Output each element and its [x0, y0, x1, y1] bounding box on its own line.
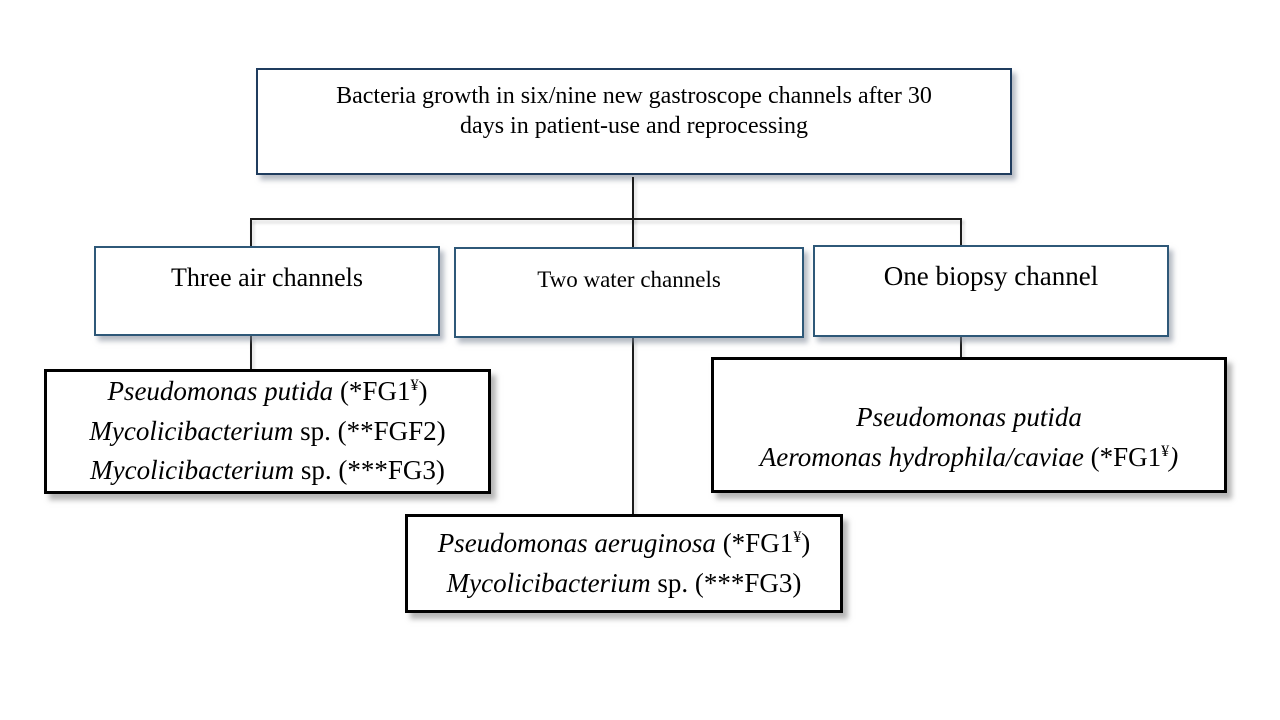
branch-label-air: Three air channels	[170, 263, 363, 292]
title-line-2: days in patient-use and reprocessing	[460, 113, 808, 140]
species-name: Pseudomonas aeruginosa	[437, 527, 716, 558]
branch-box-biopsy: One biopsy channel	[813, 245, 1169, 337]
yen-superscript: ¥	[410, 375, 419, 394]
bacteria-line: Pseudomonas aeruginosa (*FG1¥)	[437, 527, 811, 558]
branch-label-water: Two water channels	[537, 267, 721, 292]
branch-box-water: Two water channels	[454, 247, 804, 338]
species-name: Pseudomonas putida	[107, 375, 334, 406]
connector-drop-water	[632, 218, 634, 249]
branch-box-air: Three air channels	[94, 246, 440, 336]
bacteria-line: Pseudomonas putida (*FG1¥)	[107, 375, 428, 406]
species-name: Mycolicibacterium	[446, 567, 651, 598]
connector-root-stem	[632, 177, 634, 220]
leaf-box-biopsy: Pseudomonas putida Aeromonas hydrophila/…	[711, 357, 1227, 493]
species-name: Pseudomonas putida	[856, 402, 1082, 433]
bacteria-line: Mycolicibacterium sp. (**FGF2)	[89, 415, 446, 446]
connector-biopsy-leaf	[960, 336, 962, 359]
bacteria-line: Mycolicibacterium sp. (***FG3)	[90, 455, 445, 486]
connector-drop-biopsy	[960, 218, 962, 247]
connector-water-leaf	[632, 337, 634, 516]
leaf-box-air: Pseudomonas putida (*FG1¥) Mycolicibacte…	[44, 369, 491, 494]
bacteria-line: Pseudomonas putida	[714, 398, 1224, 438]
leaf-box-water: Pseudomonas aeruginosa (*FG1¥) Mycolicib…	[405, 514, 843, 613]
yen-superscript: ¥	[793, 527, 802, 546]
connector-branch-bar	[250, 218, 962, 220]
species-name: Mycolicibacterium	[89, 415, 294, 446]
title-line-1: Bacteria growth in six/nine new gastrosc…	[336, 83, 932, 109]
title-box: Bacteria growth in six/nine new gastrosc…	[256, 68, 1012, 175]
species-name: Mycolicibacterium	[90, 455, 295, 486]
yen-superscript: ¥	[1161, 442, 1170, 460]
connector-air-leaf	[250, 335, 252, 371]
bacteria-line: Mycolicibacterium sp. (***FG3)	[446, 567, 802, 598]
bacteria-line: Aeromonas hydrophila/caviae (*FG1¥)	[759, 442, 1179, 472]
connector-drop-air	[250, 218, 252, 248]
species-name: Aeromonas hydrophila/caviae	[759, 442, 1084, 472]
branch-label-biopsy: One biopsy channel	[883, 261, 1099, 291]
